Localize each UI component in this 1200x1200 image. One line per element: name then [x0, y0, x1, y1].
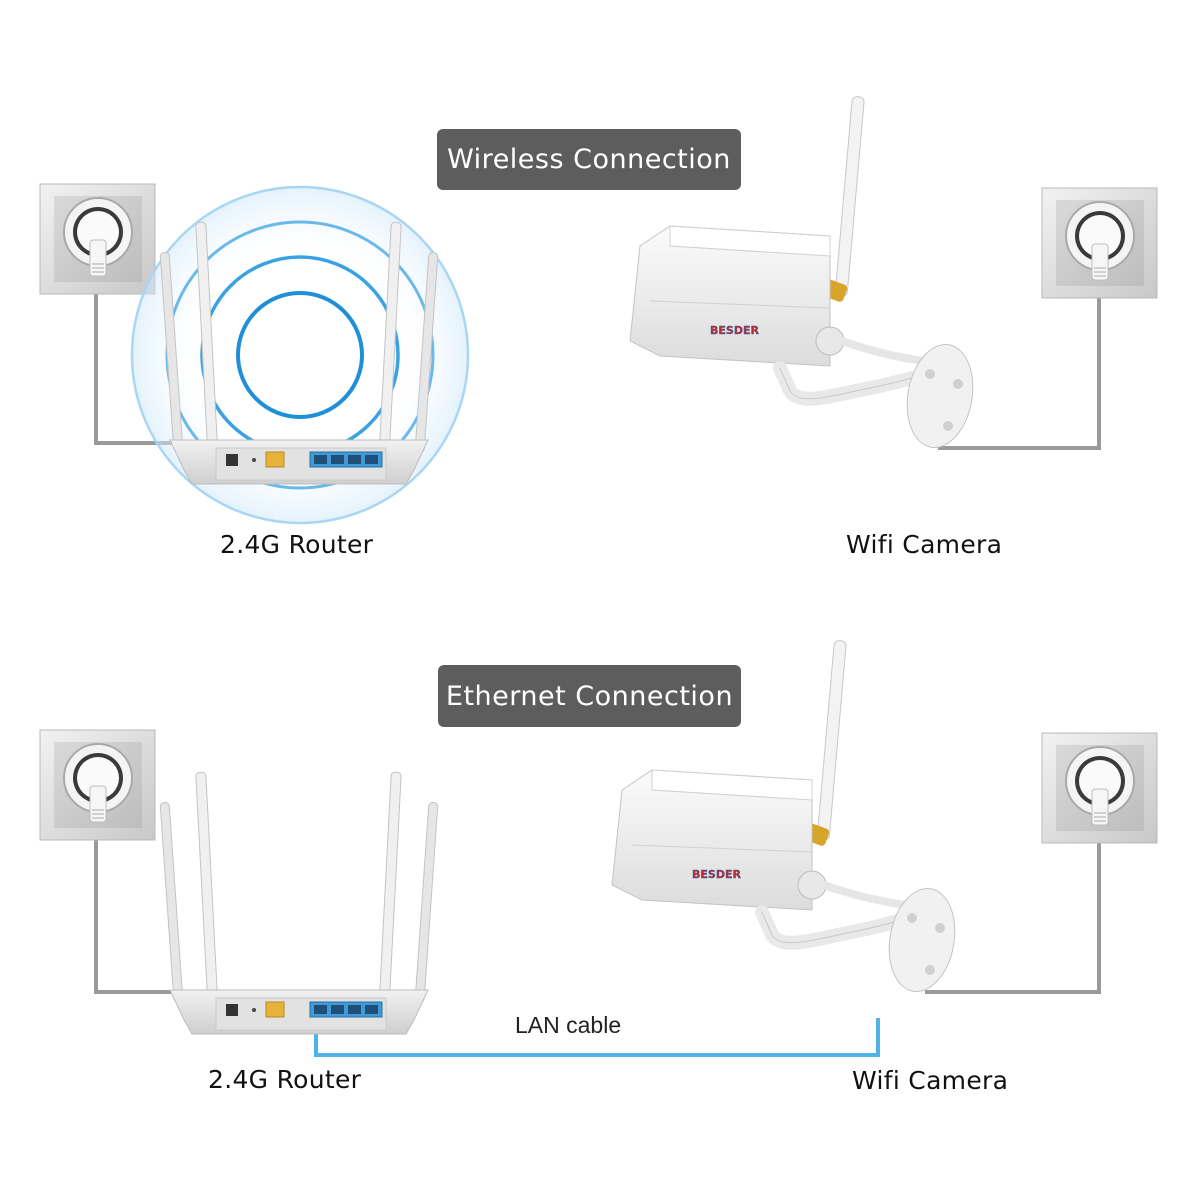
router-power-cable	[94, 833, 176, 994]
router-icon	[159, 771, 439, 1035]
wireless-connection-title: Wireless Connection	[437, 129, 741, 190]
camera-power-cable	[925, 833, 1101, 994]
camera-power-cable	[938, 290, 1101, 450]
router-caption: 2.4G Router	[208, 1065, 362, 1094]
wall-socket-icon	[39, 729, 156, 841]
router-caption: 2.4G Router	[220, 530, 374, 559]
wall-socket-icon	[1041, 187, 1158, 299]
router-power-cable	[94, 290, 176, 445]
lan-cable-label: LAN cable	[515, 1012, 622, 1038]
wireless-panel	[39, 96, 1158, 525]
wall-socket-icon	[39, 183, 156, 295]
ethernet-panel	[39, 640, 1158, 1057]
wall-socket-icon	[1041, 732, 1158, 844]
ethernet-connection-title: Ethernet Connection	[438, 665, 741, 727]
camera-caption: Wifi Camera	[852, 1066, 1009, 1095]
camera-caption: Wifi Camera	[846, 530, 1003, 559]
